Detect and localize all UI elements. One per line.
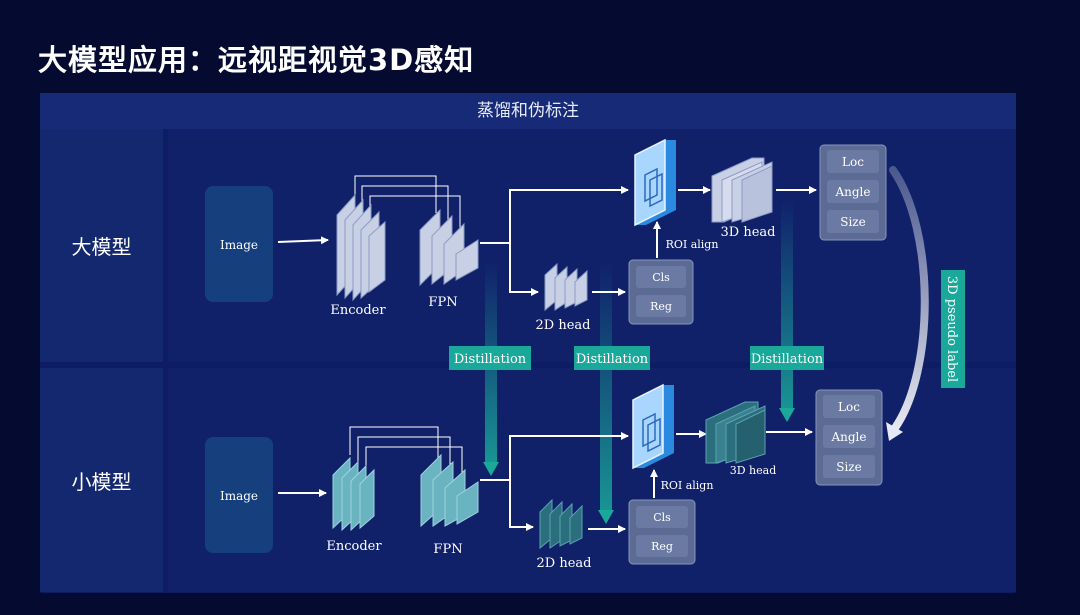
large-roi-align-label: ROI align <box>666 238 719 251</box>
distillation-label-3: Distillation <box>751 352 824 367</box>
large-roi-feature <box>634 138 676 227</box>
small-cls-label: Cls <box>653 511 671 524</box>
small-encoder <box>332 456 375 532</box>
distillation-badge-3 <box>750 346 824 370</box>
page-title: 大模型应用：远视距视觉3D感知 <box>38 43 475 77</box>
small-2d-head-label: 2D head <box>537 556 592 571</box>
large-2d-head-label: 2D head <box>536 318 591 333</box>
pseudo-label-text: 3D pseudo label <box>944 276 959 382</box>
large-fpn <box>419 208 479 287</box>
row-label-small: 小模型 <box>40 368 163 592</box>
distillation-badge-1 <box>449 346 531 370</box>
large-loc-label: Loc <box>842 155 864 169</box>
small-model-pipeline: Image Encoder FPN <box>205 383 883 571</box>
small-size-label: Size <box>836 460 861 474</box>
distillation-labels: Distillation Distillation Distillation <box>449 346 824 370</box>
large-3d-head <box>711 157 773 223</box>
small-3d-head-label: 3D head <box>730 464 777 477</box>
small-angle-label: Angle <box>830 430 866 444</box>
small-reg-label: Reg <box>651 540 673 553</box>
large-encoder-label: Encoder <box>330 303 386 318</box>
distillation-badge-2 <box>574 346 650 370</box>
small-2d-head <box>539 498 583 550</box>
large-encoder <box>336 193 386 302</box>
large-model-pipeline: Image Encoder FPN <box>205 138 887 333</box>
row-label-large: 大模型 <box>40 129 163 362</box>
small-image-box <box>205 437 273 553</box>
large-angle-label: Angle <box>834 185 870 199</box>
large-fpn-label: FPN <box>428 295 457 310</box>
small-roi-feature <box>632 383 674 470</box>
small-fpn <box>420 453 479 528</box>
small-encoder-label: Encoder <box>326 539 382 554</box>
row-label-small-text: 小模型 <box>71 469 132 494</box>
small-fpn-label: FPN <box>433 542 462 557</box>
small-image-label: Image <box>220 489 258 503</box>
pseudo-label-arrow: 3D pseudo label <box>886 166 965 441</box>
large-cls-label: Cls <box>652 271 670 284</box>
large-size-label: Size <box>840 215 865 229</box>
panel-header: 蒸馏和伪标注 <box>40 93 1016 129</box>
large-reg-label: Reg <box>650 300 672 313</box>
small-loc-label: Loc <box>838 400 860 414</box>
row-label-large-text: 大模型 <box>71 235 132 259</box>
large-2d-head <box>544 262 588 312</box>
distillation-label-2: Distillation <box>576 352 649 367</box>
large-image-box <box>205 186 273 302</box>
small-roi-align-label: ROI align <box>661 479 714 492</box>
distillation-label-1: Distillation <box>454 352 527 367</box>
large-3d-head-label: 3D head <box>721 225 776 240</box>
small-3d-head <box>705 401 766 464</box>
pseudo-label-badge <box>941 270 965 388</box>
large-image-label: Image <box>220 238 258 252</box>
